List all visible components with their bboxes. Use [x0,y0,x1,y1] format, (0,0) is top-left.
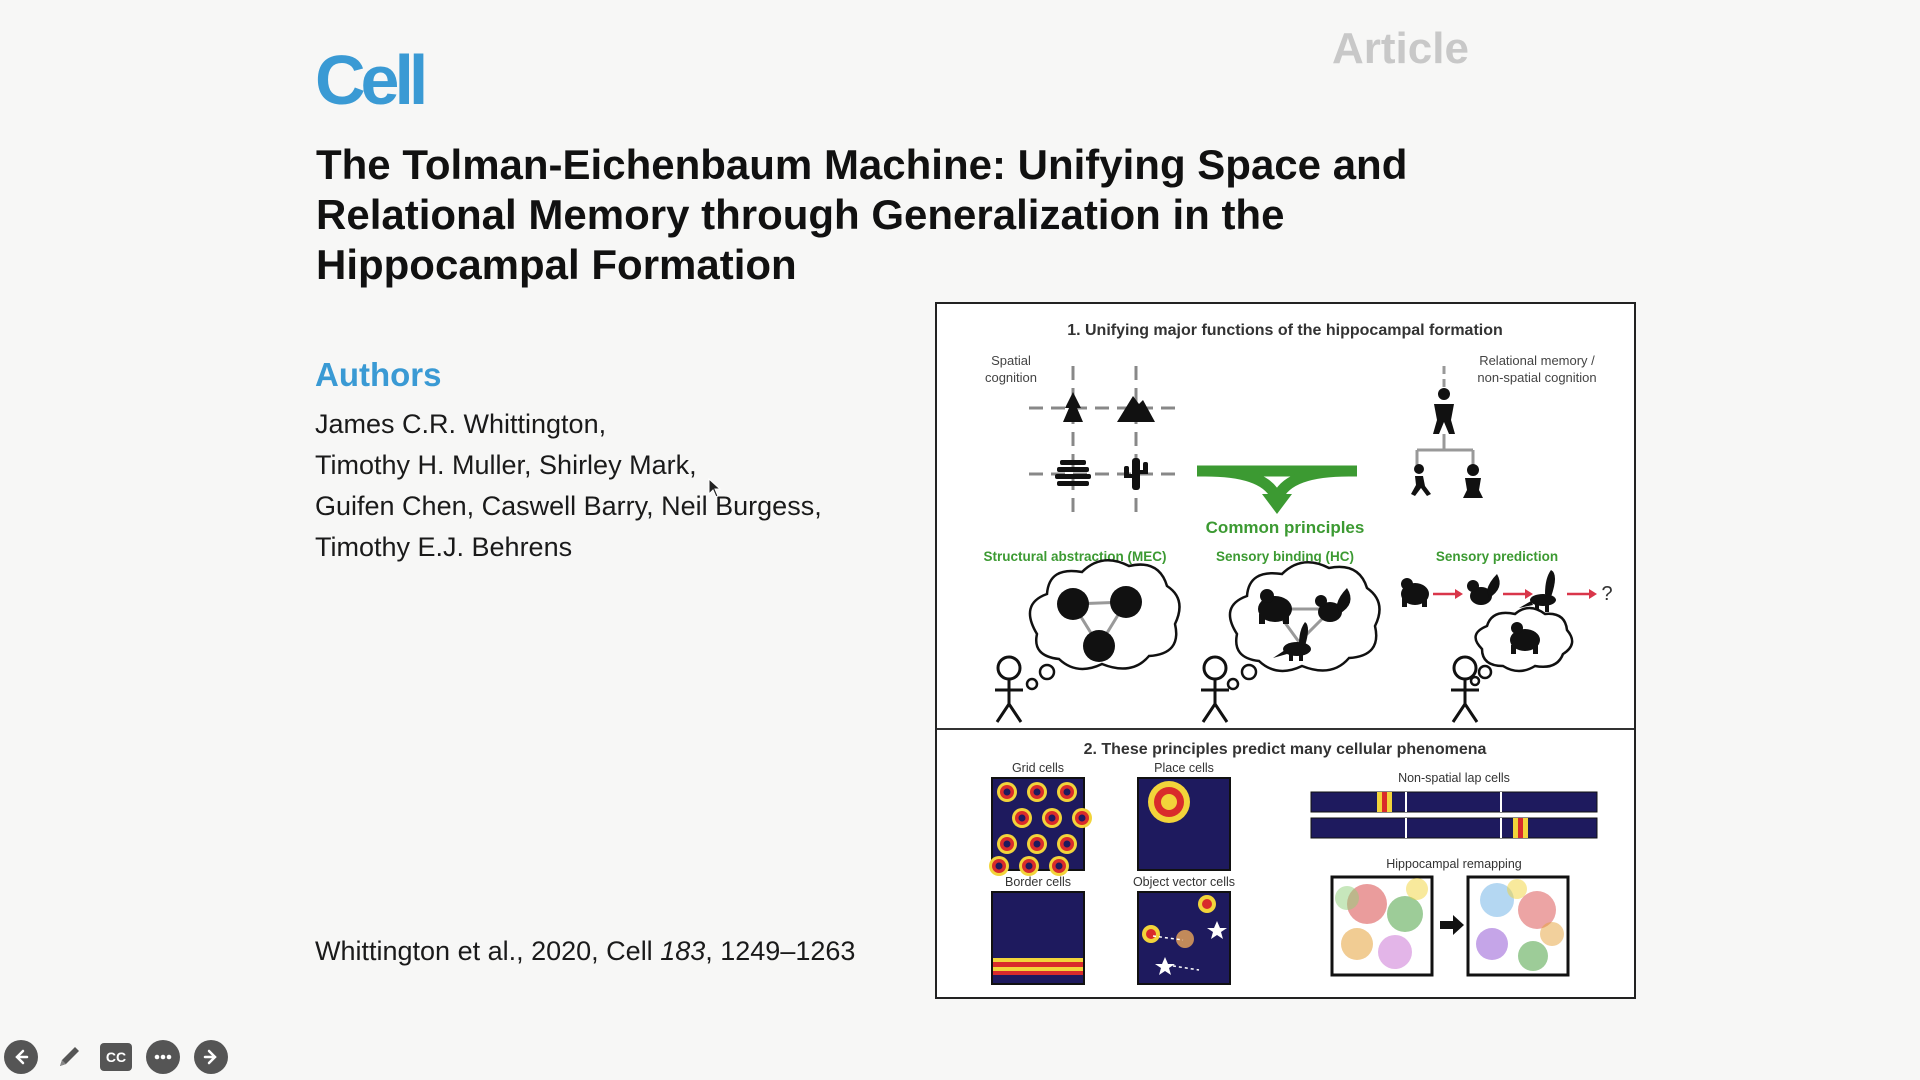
author-line: Timothy E.J. Behrens [315,532,573,562]
abstract-graph-icon [1057,586,1142,662]
relational-label-2: non-spatial cognition [1477,370,1596,385]
lap-cells-strip [1310,791,1598,839]
question-mark: ? [1601,583,1612,605]
remapping-after [1466,875,1570,977]
spatial-grid [1029,366,1181,512]
adult-figure-icon [1433,388,1455,434]
tree-icon [1063,392,1083,422]
sensory-binding-label: Sensory binding (HC) [1216,549,1354,564]
remapping-label: Hippocampal remapping [1386,857,1522,871]
more-icon [154,1054,172,1060]
mountain-icon [1117,396,1155,422]
citation-pages: , 1249–1263 [705,936,856,966]
graphical-abstract: 1. Unifying major functions of the hippo… [935,302,1636,999]
border-cells-map [991,891,1085,985]
more-options-button[interactable] [146,1040,180,1074]
child-running-icon [1411,464,1431,496]
stick-figure-icon [1451,655,1479,723]
article-title: The Tolman-Eichenbaum Machine: Unifying … [316,141,1408,288]
structural-abstraction-label: Structural abstraction (MEC) [983,549,1166,564]
grid-field [1033,788,1041,796]
gorilla-icon [1401,578,1429,607]
squirrel-icon [1315,588,1351,622]
grid-field [995,862,1003,870]
pen-tool-button[interactable] [52,1040,86,1074]
author-line: James C.R. Whittington, [315,409,607,439]
arrow-right-icon [203,1049,217,1065]
common-principles-arrow [1197,465,1357,502]
citation-prefix: Whittington et al., 2020, Cell [315,936,661,966]
grid-field [1003,788,1011,796]
section2-title: 2. These principles predict many cellula… [1084,741,1487,758]
relational-label-1: Relational memory / [1479,353,1595,368]
dinosaur-icon [1519,570,1556,612]
gorilla-icon [1510,622,1540,654]
baby-icon [1463,464,1483,498]
authors-heading: Authors [315,356,442,393]
next-slide-button[interactable] [194,1040,228,1074]
object-vector-cells-label: Object vector cells [1133,875,1235,889]
journal-logo: Cell [315,41,428,119]
grid-field [1033,840,1041,848]
author-line: Guifen Chen, Caswell Barry, Neil Burgess… [315,491,822,521]
remapping-before [1330,875,1434,977]
previous-slide-button[interactable] [4,1040,38,1074]
grid-cells-map [989,777,1092,876]
figure-graphic: 1. Unifying major functions of the hippo… [937,322,1634,985]
stick-figure-icon [1201,655,1229,723]
cc-icon: CC [105,1049,127,1065]
family-tree [1415,366,1475,466]
presentation-toolbar: CC [4,1040,228,1076]
author-line: Timothy H. Muller, Shirley Mark, [315,450,697,480]
common-principles-label: Common principles [1206,518,1365,537]
gorilla-icon [1258,589,1292,624]
object-vector-cells-map [1137,891,1231,985]
prediction-arrow [1433,589,1597,599]
border-cells-label: Border cells [1005,875,1071,889]
grid-field [1048,814,1056,822]
lap-cells-label: Non-spatial lap cells [1398,771,1510,785]
grid-field [1063,840,1071,848]
authors-list: James C.R. Whittington, Timothy H. Mulle… [315,404,822,568]
stick-figure-icon [995,655,1023,723]
citation: Whittington et al., 2020, Cell 183, 1249… [315,936,855,967]
arrow-left-icon [15,1049,29,1065]
common-principles-arrowhead [1262,494,1292,514]
mouse-cursor-icon [708,478,722,498]
place-cells-map [1137,777,1231,871]
cactus-icon [1124,458,1148,490]
grid-field [1018,814,1026,822]
grid-field [1003,840,1011,848]
grid-cells-label: Grid cells [1012,761,1064,775]
dinosaur-icon [1273,622,1311,661]
place-cells-label: Place cells [1154,761,1214,775]
grid-field [1025,862,1033,870]
spatial-label-2: cognition [985,370,1037,385]
grid-field [1063,788,1071,796]
thought-cloud-structure [1025,559,1181,691]
sensory-prediction-label: Sensory prediction [1436,549,1558,564]
article-type-label: Article [1332,24,1469,73]
beehive-icon [1055,460,1091,486]
citation-volume: 183 [660,936,706,966]
captions-button[interactable]: CC [100,1043,132,1071]
grid-field [1078,814,1086,822]
section1-title: 1. Unifying major functions of the hippo… [1067,322,1503,339]
grid-field [1055,862,1063,870]
arrow-right-icon [1440,915,1464,935]
squirrel-icon [1467,574,1500,605]
spatial-label-1: Spatial [991,353,1031,368]
pen-icon [60,1047,79,1066]
